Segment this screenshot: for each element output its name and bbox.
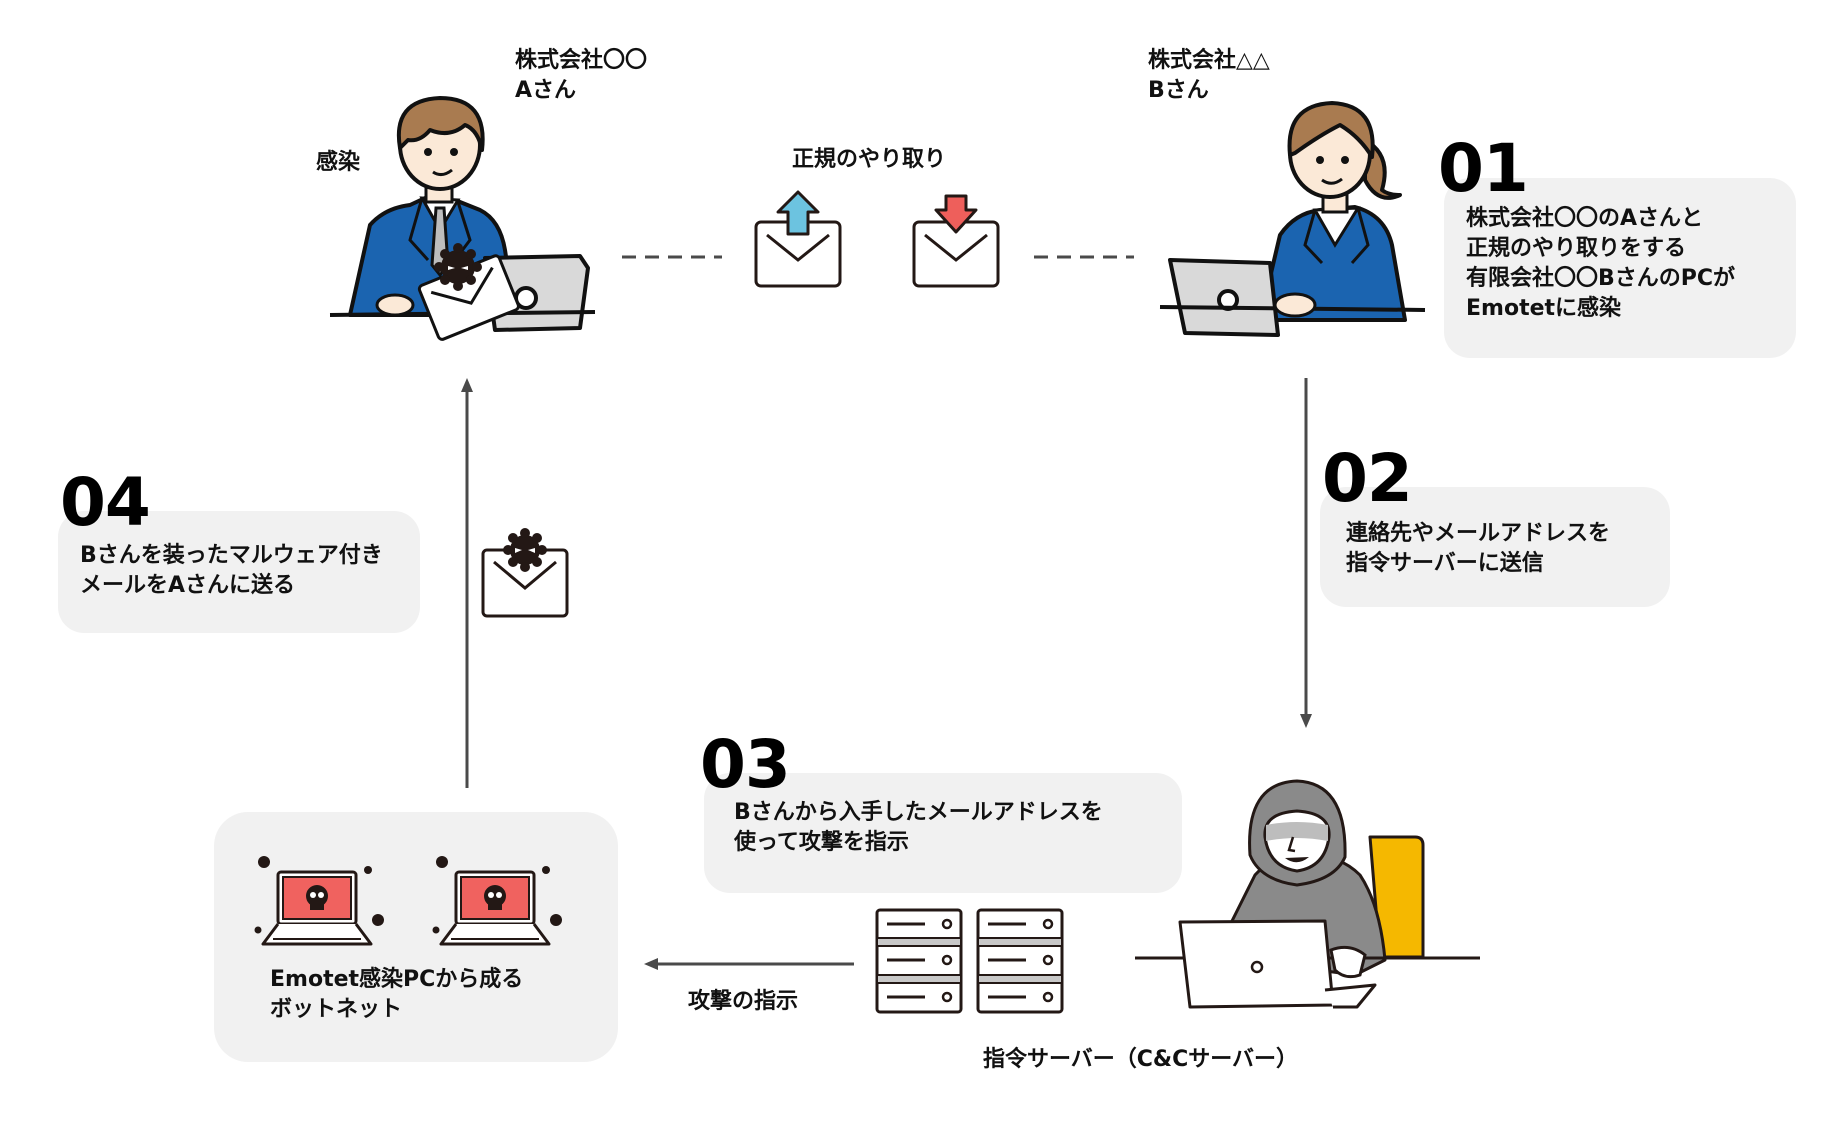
send-mail-icon — [754, 190, 842, 288]
step-02-line-1: 連絡先やメールアドレスを — [1346, 521, 1611, 546]
step-01-line-2: 正規のやり取りをする — [1466, 236, 1687, 261]
server-1-icon — [875, 908, 963, 1014]
exchange-label: 正規のやり取り — [792, 147, 947, 172]
step-01-line-3: 有限会社〇〇BさんのPCが — [1466, 266, 1736, 291]
person-a-company: 株式会社〇〇 — [515, 48, 648, 73]
arrow-up-to-person-a — [461, 378, 473, 788]
person-b-name: Bさん — [1148, 78, 1209, 103]
infected-mail-icon — [417, 243, 520, 341]
server-2-icon — [976, 908, 1064, 1014]
step-03-line-2: 使って攻撃を指示 — [734, 830, 909, 855]
step-04-line-2: メールをAさんに送る — [80, 573, 296, 598]
step-01-box — [1444, 178, 1796, 358]
botnet-line-1: Emotet感染PCから成る — [270, 967, 524, 992]
arrow-down-to-cc-server — [1300, 378, 1312, 728]
infection-label: 感染 — [316, 150, 361, 175]
person-b-company: 株式会社△△ — [1148, 48, 1270, 73]
step-01-line-4: Emotetに感染 — [1466, 296, 1622, 321]
malware-mail-icon — [481, 528, 569, 618]
skull-icon — [306, 885, 328, 910]
step-03-line-1: Bさんから入手したメールアドレスを — [734, 800, 1103, 825]
step-02-number: 02 — [1322, 440, 1413, 517]
person-a-name: Aさん — [515, 78, 577, 103]
botnet-line-2: ボットネット — [270, 997, 403, 1022]
step-03-box — [704, 773, 1182, 893]
step-04-number: 04 — [60, 464, 151, 541]
upload-arrow-icon — [776, 190, 820, 236]
attacker-illustration — [1135, 779, 1480, 1009]
dashed-line-right — [1034, 255, 1134, 259]
step-02-line-2: 指令サーバーに送信 — [1346, 551, 1544, 576]
attack-instruction-label: 攻撃の指示 — [688, 989, 799, 1014]
skull-icon — [484, 885, 506, 910]
virus-icon — [434, 243, 482, 291]
person-b-illustration — [1159, 101, 1426, 337]
dashed-line-left — [622, 255, 722, 259]
download-arrow-icon — [934, 194, 978, 234]
infected-pc-2-icon — [432, 856, 562, 946]
infected-pc-1-icon — [254, 856, 384, 946]
virus-icon — [503, 528, 547, 572]
cc-server-label: 指令サーバー（C&Cサーバー） — [983, 1047, 1299, 1072]
step-04-line-1: Bさんを装ったマルウェア付き — [80, 543, 383, 568]
arrow-attack-instruction — [644, 958, 854, 970]
step-04-box — [58, 511, 420, 633]
step-01-number: 01 — [1438, 130, 1529, 207]
step-01-line-1: 株式会社〇〇のAさんと — [1466, 206, 1704, 231]
step-02-box — [1320, 487, 1670, 607]
receive-mail-icon — [912, 194, 1000, 288]
step-03-number: 03 — [700, 726, 791, 803]
